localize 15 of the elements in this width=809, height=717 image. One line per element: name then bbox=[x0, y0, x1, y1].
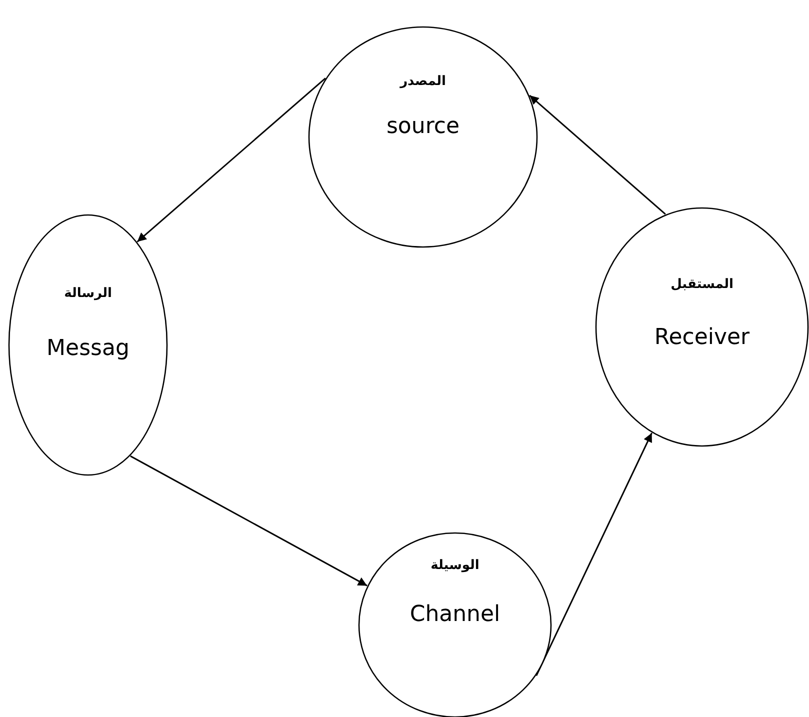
arrow bbox=[136, 78, 326, 242]
arrow bbox=[536, 432, 652, 676]
arabic-label: المصدر bbox=[400, 74, 446, 89]
circle-node bbox=[595, 207, 809, 447]
arabic-label: المستقبل bbox=[670, 277, 734, 292]
arabic-label: الرسالة bbox=[64, 286, 112, 301]
arabic-label: الوسيلة bbox=[430, 558, 480, 573]
node-label: Messag bbox=[46, 336, 130, 361]
arrow bbox=[130, 455, 368, 586]
circle-node bbox=[308, 26, 538, 248]
node-label: Channel bbox=[410, 602, 500, 627]
node-label: Receiver bbox=[654, 325, 750, 350]
node-label: source bbox=[386, 114, 460, 139]
circle-node bbox=[8, 214, 168, 476]
arrow bbox=[529, 94, 666, 215]
